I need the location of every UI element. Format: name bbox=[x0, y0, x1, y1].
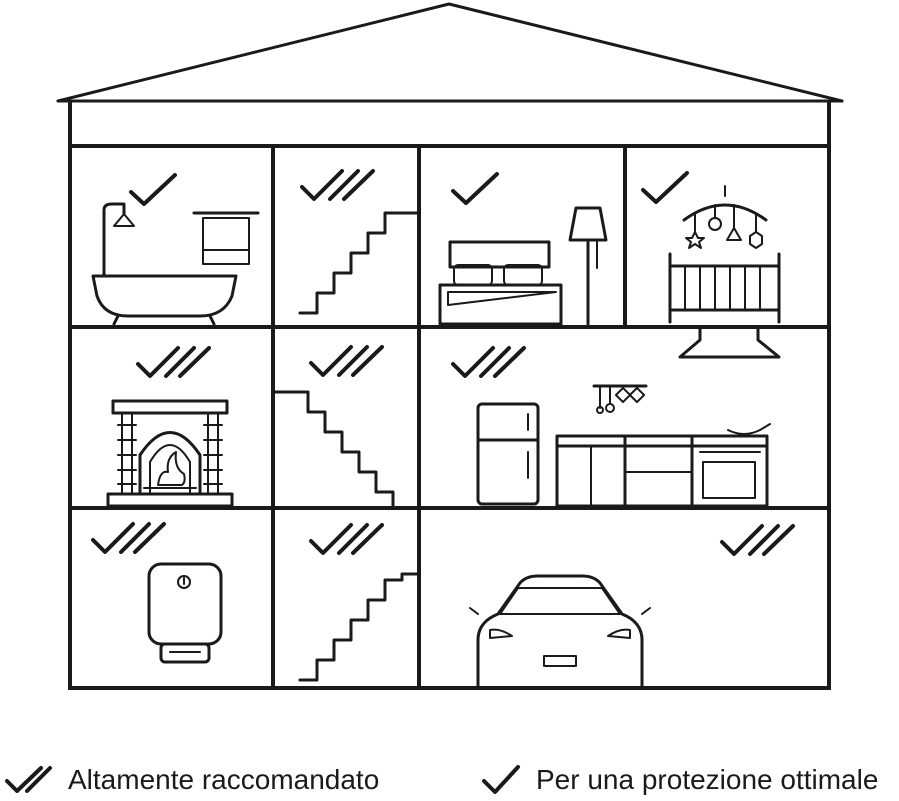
water-heater-icon bbox=[147, 562, 223, 664]
double-check-icon bbox=[309, 523, 384, 555]
range-hood-icon bbox=[678, 325, 781, 359]
staircase-icon bbox=[298, 572, 420, 682]
double-check-icon bbox=[5, 766, 52, 793]
single-check-icon bbox=[641, 171, 689, 204]
single-check-icon bbox=[129, 173, 177, 206]
refrigerator-icon bbox=[476, 402, 540, 506]
double-check-icon bbox=[451, 346, 526, 378]
fireplace-icon bbox=[106, 399, 234, 508]
bed-icon bbox=[438, 240, 563, 326]
baby-mobile-icon bbox=[682, 185, 768, 249]
roof bbox=[56, 2, 844, 103]
single-check-icon bbox=[482, 765, 520, 794]
crib-icon bbox=[668, 252, 781, 324]
legend-single-check-label: Per una protezione ottimale bbox=[536, 764, 879, 795]
towel-rack-icon bbox=[192, 211, 260, 265]
utensil-rack-icon bbox=[592, 384, 648, 414]
kitchen-cabinets-icon bbox=[555, 434, 769, 508]
legend-double-check-label: Altamente raccomandato bbox=[68, 764, 380, 795]
double-check-icon bbox=[720, 524, 795, 556]
single-check-icon bbox=[451, 172, 499, 205]
frying-pan-icon bbox=[727, 423, 771, 435]
legend-single-check: Per una protezione ottimale bbox=[480, 760, 878, 800]
floor-lamp-icon bbox=[568, 206, 608, 326]
walls bbox=[68, 144, 831, 690]
bathtub-icon bbox=[91, 202, 238, 326]
house-diagram bbox=[56, 2, 844, 690]
staircase-icon bbox=[298, 211, 420, 315]
double-check-icon bbox=[91, 522, 166, 554]
double-check-icon bbox=[136, 346, 211, 378]
double-check-icon bbox=[309, 345, 384, 377]
staircase-icon bbox=[273, 390, 395, 510]
legend-double-check: Altamente raccomandato bbox=[4, 760, 379, 800]
double-check-icon bbox=[300, 169, 375, 201]
car-icon bbox=[469, 574, 651, 690]
